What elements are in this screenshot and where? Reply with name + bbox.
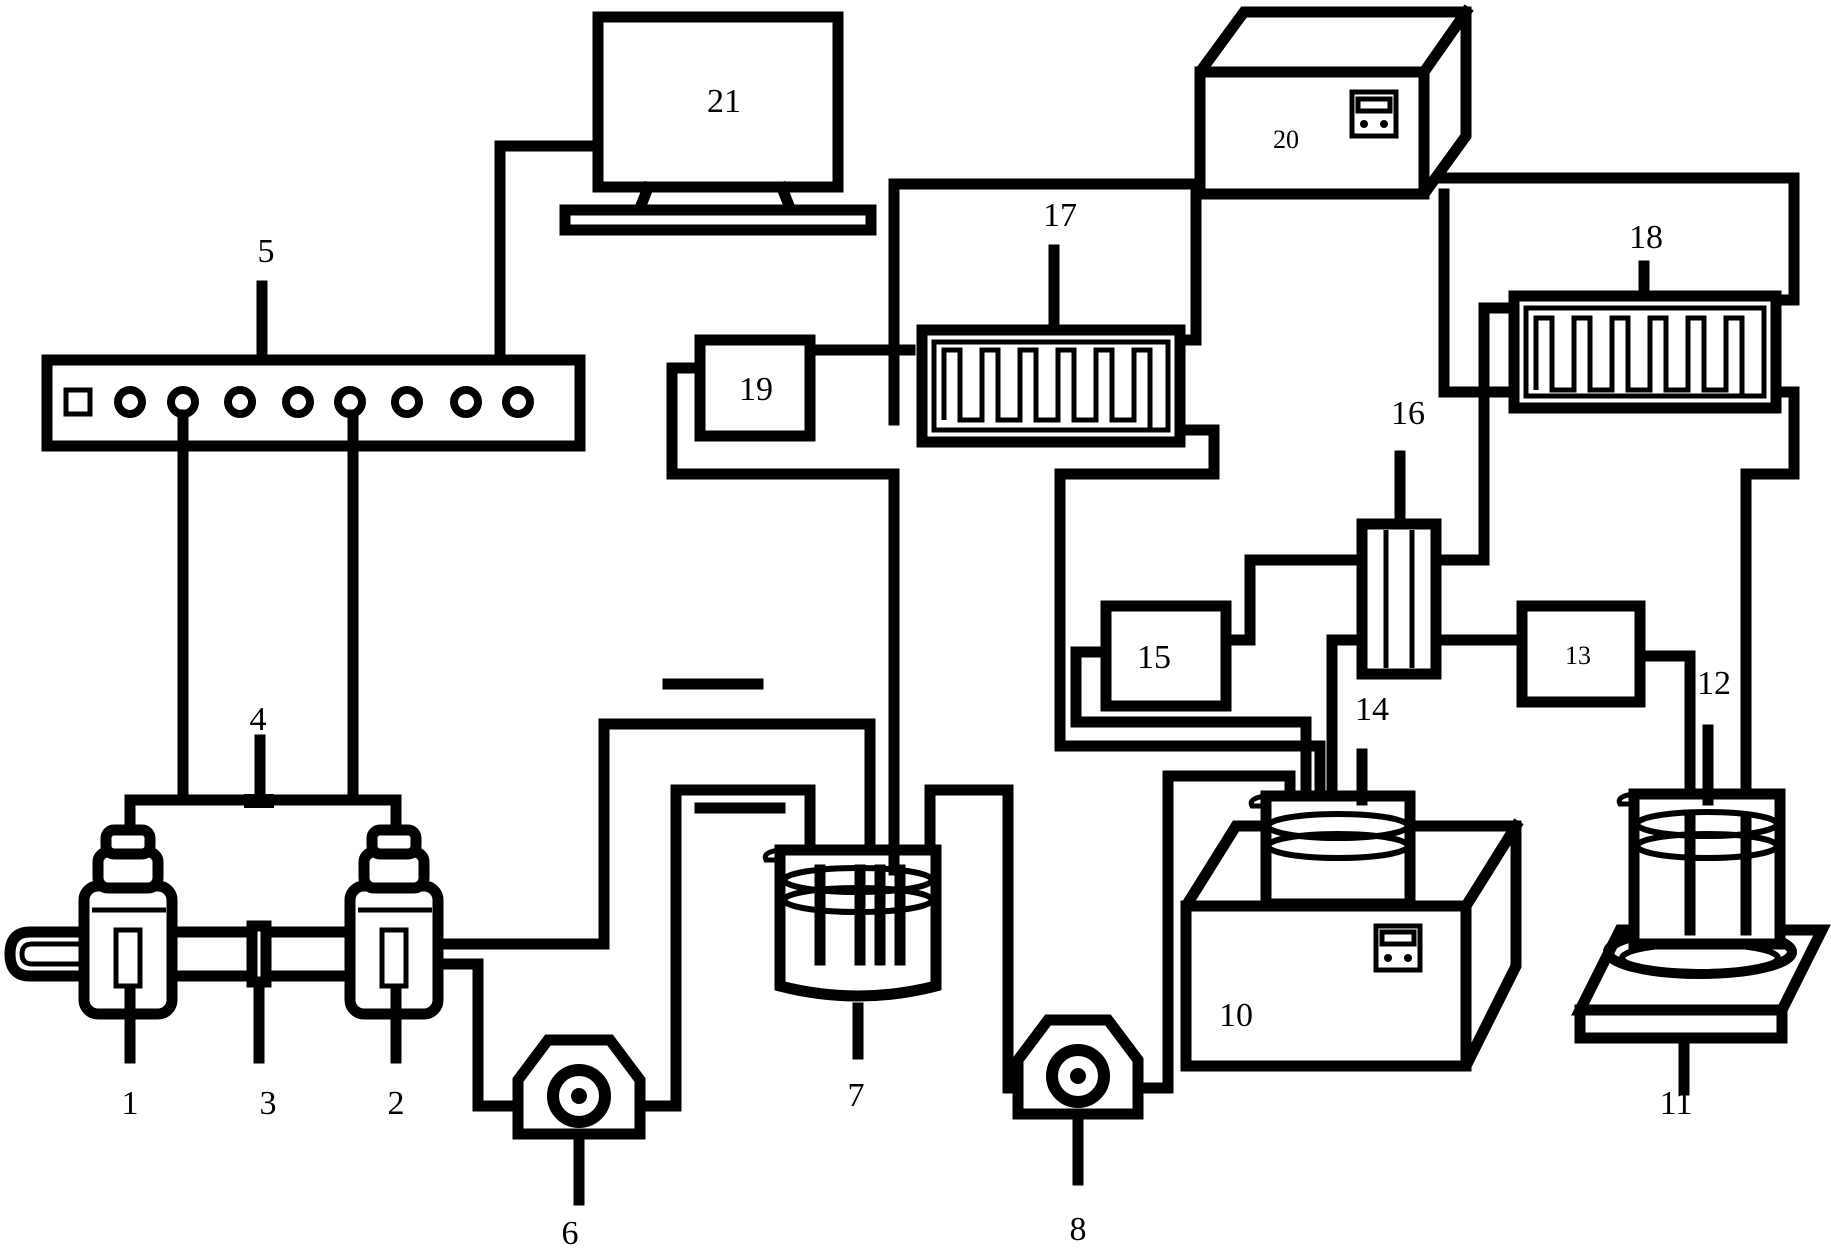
unit-15 bbox=[1070, 600, 1312, 906]
label-14: 14 bbox=[1355, 691, 1389, 728]
label-15: 15 bbox=[1137, 639, 1171, 676]
salt-bridge bbox=[4, 920, 356, 1064]
label-13: 13 bbox=[1565, 641, 1591, 670]
beaker-12 bbox=[1616, 724, 1786, 950]
magnetic-stirrer-11 bbox=[1571, 924, 1831, 1096]
condenser-coil-17 bbox=[888, 178, 1326, 906]
peristaltic-pump-6 bbox=[512, 1034, 646, 1206]
beaker-14 bbox=[1248, 748, 1416, 910]
electrolytic-cell-1 bbox=[78, 824, 178, 1064]
label-16: 16 bbox=[1391, 395, 1425, 432]
label-3: 3 bbox=[260, 1085, 277, 1122]
label-21: 21 bbox=[707, 83, 741, 120]
label-20: 20 bbox=[1273, 125, 1299, 154]
label-11: 11 bbox=[1660, 1085, 1693, 1122]
label-5: 5 bbox=[258, 233, 275, 270]
number-labels: 1 2 3 4 5 6 7 8 10 11 12 13 14 15 16 17 … bbox=[122, 83, 1732, 1251]
controller-box bbox=[1194, 4, 1474, 200]
unit-19 bbox=[666, 334, 916, 876]
label-19: 19 bbox=[739, 371, 773, 408]
label-10: 10 bbox=[1219, 997, 1253, 1034]
label-8: 8 bbox=[1070, 1211, 1087, 1248]
label-7: 7 bbox=[848, 1077, 865, 1114]
label-4: 4 bbox=[250, 701, 267, 738]
label-18: 18 bbox=[1629, 219, 1663, 256]
condenser-coil-18 bbox=[1430, 172, 1800, 946]
label-6: 6 bbox=[562, 1215, 579, 1251]
column-16 bbox=[1220, 450, 1528, 906]
signal-wires bbox=[124, 140, 604, 836]
computer-monitor bbox=[559, 11, 877, 236]
label-17: 17 bbox=[1043, 197, 1077, 234]
peristaltic-pump-8 bbox=[1012, 1014, 1144, 1186]
beaker-7 bbox=[762, 844, 942, 1060]
label-12: 12 bbox=[1697, 665, 1731, 702]
label-1: 1 bbox=[122, 1085, 139, 1122]
electrolytic-cell-2 bbox=[344, 824, 444, 1064]
label-2: 2 bbox=[388, 1085, 405, 1122]
